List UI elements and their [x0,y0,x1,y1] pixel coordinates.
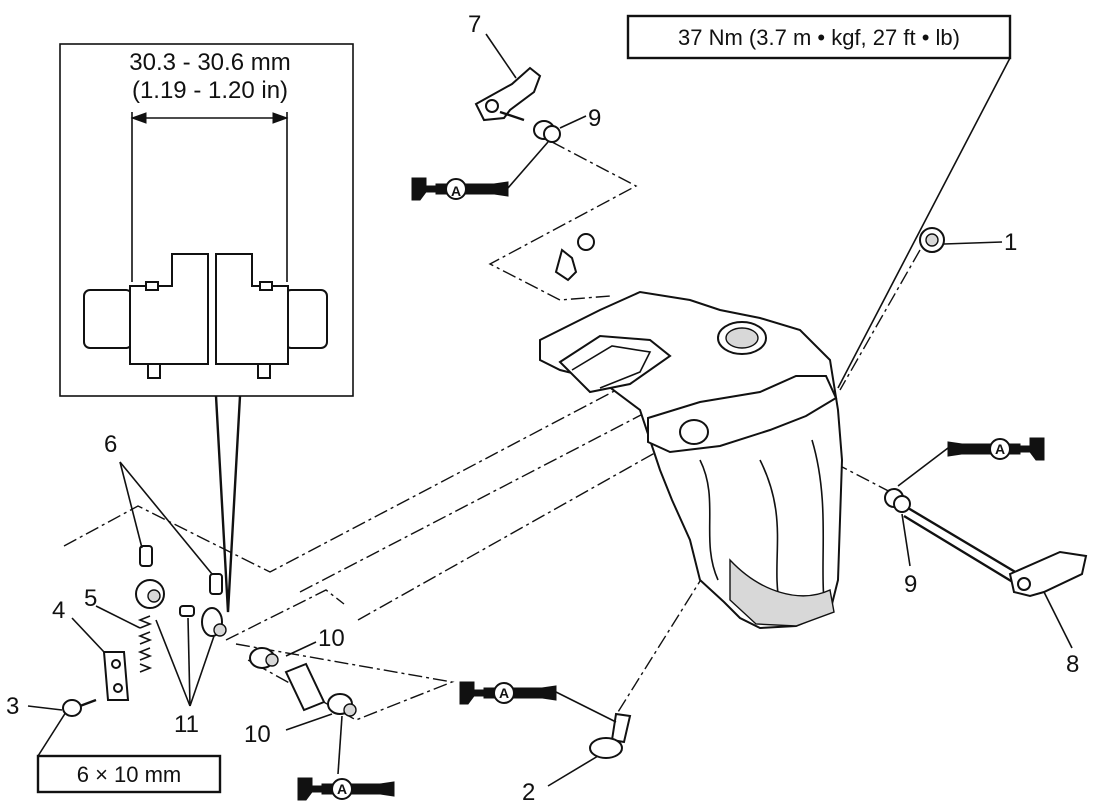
detail-dimension-in: (1.19 - 1.20 in) [132,77,288,104]
part-9-collar-top [533,115,587,143]
callout-8: 8 [1066,651,1079,678]
callout-7: 7 [468,11,481,38]
grease-marker-right [897,437,1045,487]
callout-2: 2 [522,779,535,806]
callout-9-right: 9 [904,571,917,598]
part-1-bushing [919,227,1003,253]
grease-marker-top-letter: A [451,183,461,199]
torque-spec-box [626,14,1012,60]
part-4-plate [71,617,130,701]
grease-marker-top [411,141,549,201]
part-9-collar-right [884,488,911,567]
part-10-bushings [249,641,357,731]
callout-3: 3 [6,693,19,720]
grease-marker-bottom-center-letter: A [499,685,509,701]
part-6-pins [119,461,223,595]
detail-inset [59,43,354,613]
callout-5: 5 [84,585,97,612]
part-5-spring [95,605,153,673]
callout-4: 4 [52,597,65,624]
bolt-size-box [36,754,222,794]
part-2-bolt [547,712,632,787]
part-7-arm [474,33,542,122]
grease-marker-bottom-left-letter: A [337,781,347,797]
callout-10-upper: 10 [318,625,345,652]
part-11-bushings [135,579,227,707]
part-8-arm [903,506,1088,649]
alignment-lines [63,141,921,721]
callout-6: 6 [104,431,117,458]
bolt-size-label: 6 × 10 mm [77,762,182,787]
callout-10-lower: 10 [244,721,271,748]
torque-spec-label: 37 Nm (3.7 m • kgf, 27 ft • lb) [678,25,960,50]
shift-arm-housing [539,233,844,630]
callout-1: 1 [1004,229,1017,256]
part-3-screw [27,698,97,717]
callout-11: 11 [174,711,199,738]
detail-dimension-mm: 30.3 - 30.6 mm [129,49,290,76]
grease-marker-bottom-center [459,681,617,723]
callout-9-top: 9 [588,105,601,132]
grease-marker-bottom-left [297,715,395,801]
grease-marker-right-letter: A [995,441,1005,457]
